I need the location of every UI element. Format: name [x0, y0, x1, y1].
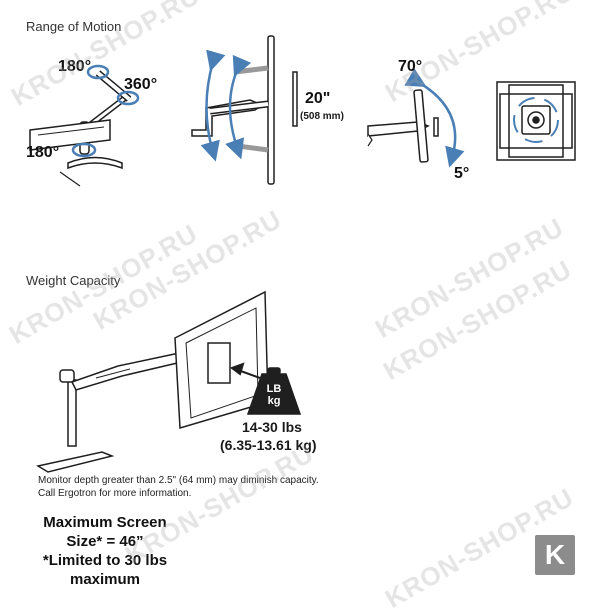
rotation-diagram [496, 81, 576, 161]
max-screen-line2: Size* = 46” [66, 533, 144, 550]
capacity-note-line1: Monitor depth greater than 2.5" (64 mm) … [38, 475, 319, 486]
max-screen-line4: maximum [69, 571, 141, 588]
weight-pointer-arrow [229, 362, 261, 379]
capacity-note-line2: Call Ergotron for more information. [38, 488, 192, 499]
max-screen-line3: *Limited to 30 lbs [42, 552, 168, 569]
weight-badge: LB kg [261, 383, 287, 407]
tilt-down-label: 5° [454, 165, 470, 182]
range-of-motion-title: Range of Motion [26, 19, 122, 34]
height-adjust-arrows [200, 49, 252, 162]
weight-badge-unit-lb: LB [266, 383, 282, 395]
tilt-diagram [367, 89, 439, 163]
swivel-rotation-diagram [29, 70, 132, 187]
shop-logo: K [535, 535, 575, 575]
capacity-lbs: 14-30 lbs [242, 419, 302, 435]
swivel-rotation-arrows [71, 64, 140, 158]
swivel-180-label: 180° [58, 58, 92, 75]
height-range-label: 20" [305, 90, 331, 107]
weight-capacity-diagram [35, 290, 302, 473]
weight-badge-unit-kg: kg [267, 395, 281, 407]
rotation-arrows [513, 97, 559, 143]
base-180-label: 180° [26, 144, 60, 161]
shop-logo-letter: K [544, 539, 566, 570]
capacity-kg: (6.35-13.61 kg) [220, 437, 317, 453]
tilt-up-label: 70° [398, 58, 423, 75]
swivel-360-label: 360° [124, 76, 158, 93]
illustrations [29, 35, 576, 473]
weight-capacity-title: Weight Capacity [26, 273, 121, 288]
max-screen-size-block: Maximum Screen Size* = 46” *Limited to 3… [30, 513, 180, 589]
height-range-metric-label: (508 mm) [300, 111, 344, 122]
max-screen-line1: Maximum Screen [43, 514, 167, 531]
tilt-arrow [404, 68, 465, 168]
capacity-note: Monitor depth greater than 2.5" (64 mm) … [38, 474, 319, 500]
